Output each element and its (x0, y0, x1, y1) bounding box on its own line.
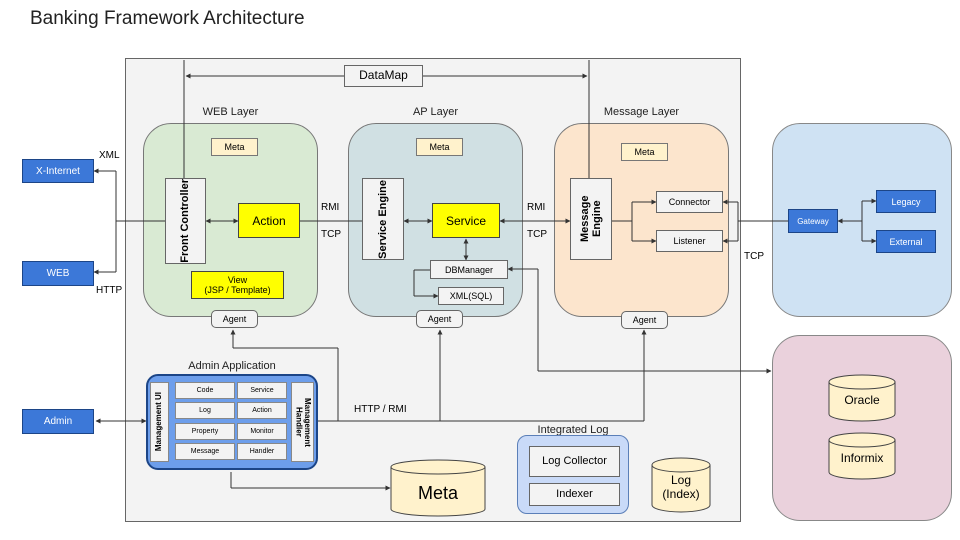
admin-app-title: Admin Application (188, 360, 276, 372)
datamap-box: DataMap (344, 65, 423, 87)
log-index-cylinder (651, 457, 711, 513)
oracle-cylinder (828, 374, 896, 422)
message-layer-title: Message Layer (603, 106, 680, 118)
page-title: Banking Framework Architecture (30, 8, 305, 29)
admin-cell-service: Service (237, 382, 287, 399)
tcp-label-1: TCP (321, 229, 341, 240)
service-engine: Service Engine (362, 178, 404, 260)
management-handler-label: Management Handler (294, 397, 312, 447)
web-agent: Agent (211, 310, 258, 328)
admin-cell-message: Message (175, 443, 235, 460)
xml-sql-box: XML(SQL) (438, 287, 504, 305)
log-collector-box: Log Collector (529, 446, 620, 477)
database-box (772, 335, 952, 521)
message-engine-label: Message Engine (578, 195, 603, 243)
service-engine-label: Service Engine (376, 179, 389, 259)
http-rmi-label: HTTP / RMI (354, 404, 407, 415)
connector-box: Connector (656, 191, 723, 213)
ap-agent: Agent (416, 310, 463, 328)
management-ui: Management UI (150, 382, 169, 462)
service-box: Service (432, 203, 500, 238)
front-controller-label: Front Controller (179, 179, 192, 263)
oracle-label: Oracle (844, 393, 880, 408)
http-label: HTTP (96, 285, 123, 296)
web-client: WEB (22, 261, 94, 286)
management-handler: Management Handler (291, 382, 314, 462)
meta-store-label: Meta (417, 482, 459, 503)
admin-cell-log: Log (175, 402, 235, 419)
admin-cell-monitor: Monitor (237, 423, 287, 440)
gateway-box: Gateway (788, 209, 838, 233)
admin-cell-handler: Handler (237, 443, 287, 460)
informix-label: Informix (840, 451, 884, 466)
ap-layer-title: AP Layer (412, 106, 459, 118)
xml-label: XML (99, 150, 120, 161)
legacy-box: Legacy (876, 190, 936, 213)
rmi-label-1: RMI (321, 202, 340, 213)
tcp-label-2: TCP (527, 229, 547, 240)
admin-cell-property: Property (175, 423, 235, 440)
action-box: Action (238, 203, 300, 238)
management-ui-label: Management UI (154, 392, 164, 452)
message-agent: Agent (621, 311, 668, 329)
message-engine: Message Engine (570, 178, 612, 260)
admin-cell-action: Action (237, 402, 287, 419)
indexer-box: Indexer (529, 483, 620, 506)
informix-cylinder (828, 432, 896, 480)
listener-box: Listener (656, 230, 723, 252)
rmi-label-2: RMI (527, 202, 546, 213)
dbmanager-box: DBManager (430, 260, 508, 279)
view-box: View (JSP / Template) (191, 271, 284, 299)
integrated-log-title: Integrated Log (537, 424, 609, 436)
x-internet-client: X-Internet (22, 159, 94, 183)
message-meta: Meta (621, 143, 668, 161)
ap-meta: Meta (416, 138, 463, 156)
front-controller: Front Controller (165, 178, 206, 264)
admin-client: Admin (22, 409, 94, 434)
external-box: External (876, 230, 936, 253)
log-index-label: Log (Index) (662, 473, 700, 501)
meta-store-cylinder (390, 459, 486, 517)
tcp-label-3: TCP (744, 251, 764, 262)
web-meta: Meta (211, 138, 258, 156)
web-layer-title: WEB Layer (202, 106, 259, 118)
admin-cell-code: Code (175, 382, 235, 399)
